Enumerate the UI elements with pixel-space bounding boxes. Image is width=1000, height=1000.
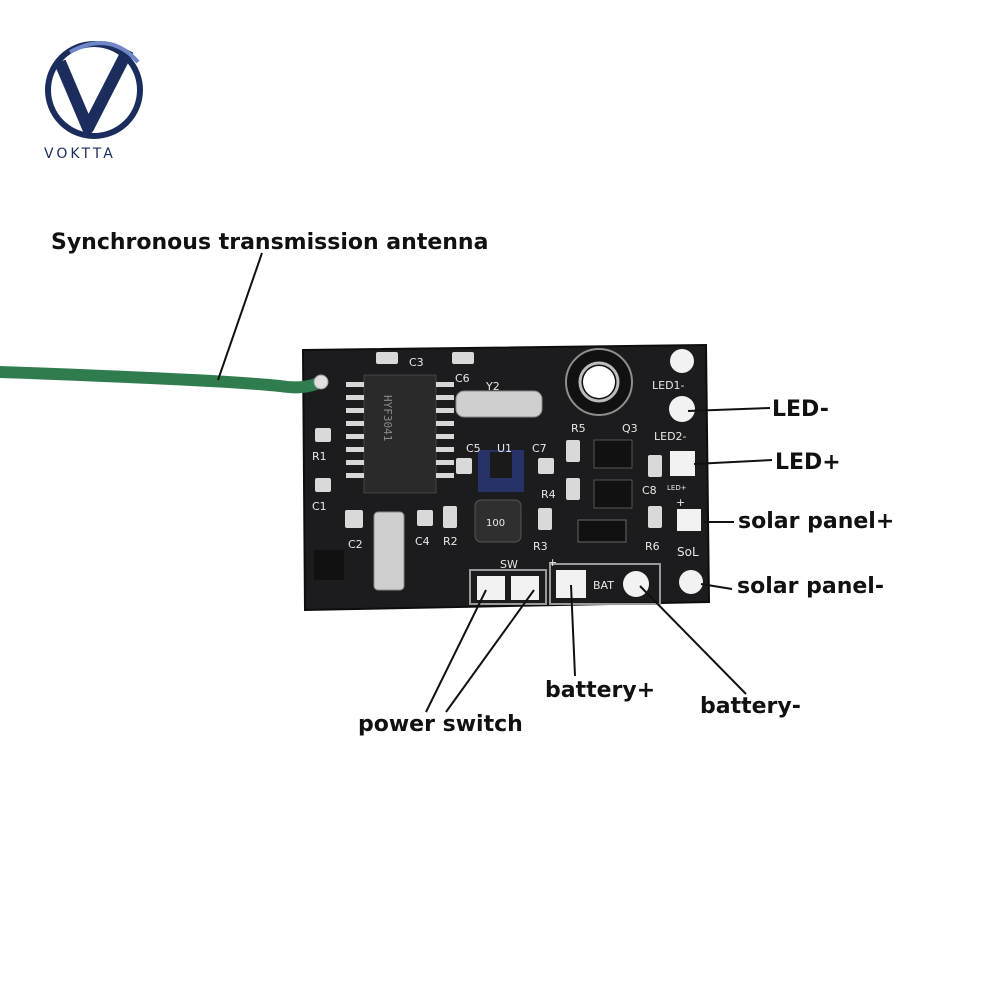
solar-plus-callout: solar panel+ [738,509,895,534]
label-plus-bat: + [548,556,557,569]
label-c4: C4 [415,535,430,548]
crystal-bottom [373,511,405,591]
power-switch-callout: power switch [358,712,523,737]
leader-lines [217,252,773,713]
label-c6: C6 [455,372,470,385]
antenna-callout: Synchronous transmission antenna [51,230,489,255]
inductor [474,499,522,543]
label-c2: C2 [348,538,363,551]
ic-chip [346,374,454,494]
label-r2: R2 [443,535,458,548]
diode [577,519,627,543]
led-minus-callout: LED- [772,397,829,422]
solar-minus-pad [679,570,703,594]
led-plus-pad [670,451,695,476]
brand-logo: V [45,41,143,139]
solar-minus-callout: solar panel- [737,574,884,599]
battery-plus-callout: battery+ [545,678,656,703]
led-plus-callout: LED+ [775,450,841,475]
label-led1: LED1- [652,379,685,392]
label-r6: R6 [645,540,660,553]
battery-minus-callout: battery- [700,694,801,719]
label-led-plus-small: LED+ [667,484,687,492]
label-c7: C7 [532,442,547,455]
label-y2: Y2 [485,380,500,393]
label-r1: R1 [312,450,327,463]
label-q3: Q3 [622,422,638,435]
ic-marking: HYF3041 [381,395,394,441]
label-sw: SW [500,558,518,571]
label-r5: R5 [571,422,586,435]
battery-minus-pad [623,571,649,597]
label-u1: U1 [497,442,512,455]
label-plus-sol: + [676,496,685,509]
switch-pad-left [477,576,505,600]
label-sol: SoL [677,545,699,559]
led-minus-pad [669,396,695,422]
crystal-y2 [455,390,543,418]
label-r3: R3 [533,540,548,553]
antenna-wire [0,366,326,394]
inductor-marking: 100 [486,518,505,529]
pcb-board: C3 C6 Y2 C5 U1 C7 R5 Q3 R1 C1 C2 C4 R2 R… [301,343,711,612]
brand-name: VOKTTA [44,146,116,162]
label-c3: C3 [409,356,424,369]
solar-plus-pad [677,509,701,531]
led-minus-pad-top [670,349,694,373]
label-r4: R4 [541,488,556,501]
label-bat: BAT [593,579,614,592]
label-c5: C5 [466,442,481,455]
label-led2: LED2- [654,430,687,443]
switch-pad-right [511,576,539,600]
label-c8: C8 [642,484,657,497]
label-c1: C1 [312,500,327,513]
